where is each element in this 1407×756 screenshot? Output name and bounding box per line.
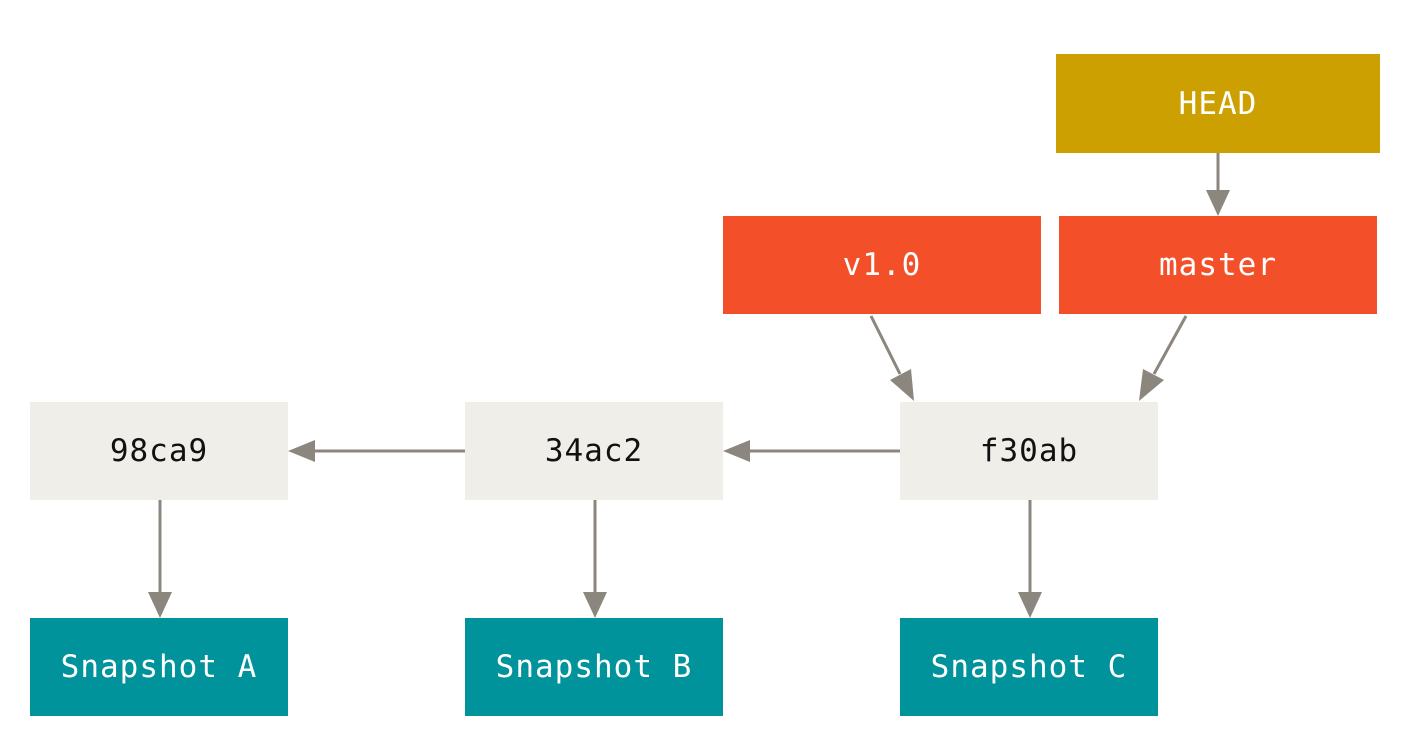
branch-label: master	[1159, 247, 1277, 283]
head-label: HEAD	[1178, 85, 1258, 122]
arrow-master-to-f30ab	[1139, 315, 1188, 401]
commit-id: 34ac2	[544, 433, 644, 469]
commit-node: 98ca9	[30, 402, 288, 500]
snapshot-label: Snapshot C	[930, 649, 1128, 685]
snapshot-label: Snapshot A	[60, 649, 258, 685]
snapshot-label: Snapshot B	[495, 649, 693, 685]
snapshot-node: Snapshot B	[465, 618, 723, 716]
snapshot-node: Snapshot C	[900, 618, 1158, 716]
tag-v1-0: v1.0	[723, 216, 1041, 314]
arrow-head-to-master	[1206, 153, 1230, 216]
arrow-98ca9-to-snapshot-a	[148, 500, 172, 618]
arrow-f30ab-to-34ac2	[723, 440, 900, 462]
head-pointer: HEAD	[1056, 54, 1380, 153]
arrow-34ac2-to-98ca9	[288, 440, 465, 462]
commit-node: 34ac2	[465, 402, 723, 500]
snapshot-node: Snapshot A	[30, 618, 288, 716]
commit-id: 98ca9	[109, 433, 209, 469]
branch-master: master	[1059, 216, 1377, 314]
commit-node: f30ab	[900, 402, 1158, 500]
arrow-v10-to-f30ab	[869, 315, 914, 401]
tag-label: v1.0	[842, 247, 922, 283]
commit-id: f30ab	[979, 433, 1079, 469]
arrow-f30ab-to-snapshot-c	[1018, 500, 1042, 618]
arrow-34ac2-to-snapshot-b	[583, 500, 607, 618]
